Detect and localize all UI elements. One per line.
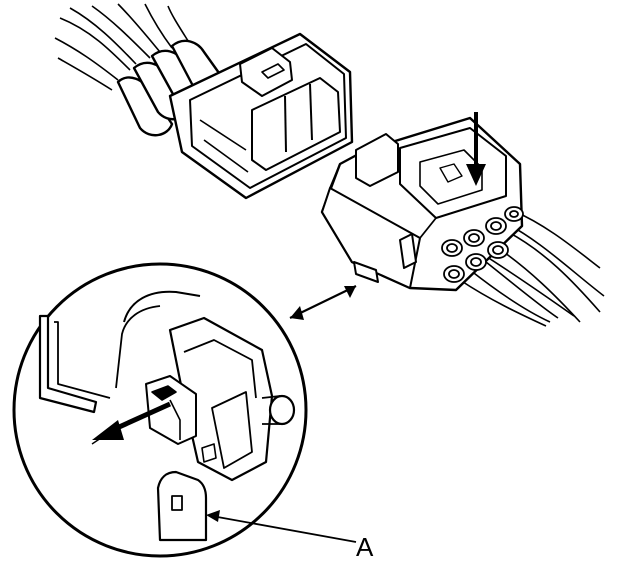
housing-top bbox=[123, 290, 201, 323]
body-ridge bbox=[199, 119, 247, 151]
release-tab bbox=[355, 133, 399, 187]
housing-wall bbox=[38, 314, 98, 414]
zoom-leader bbox=[289, 285, 357, 320]
housing-wall-inner bbox=[54, 321, 111, 399]
male-connector bbox=[54, 3, 354, 200]
connector-rib bbox=[309, 83, 313, 141]
male-connector-opening bbox=[251, 77, 341, 171]
release-arrow-icon bbox=[92, 401, 172, 440]
leader-arrow-icon bbox=[206, 510, 357, 543]
male-connector-wires bbox=[54, 3, 191, 91]
housing-edge bbox=[115, 305, 161, 389]
body-ridge bbox=[203, 139, 249, 173]
body-ridge bbox=[419, 217, 437, 239]
wire-boot bbox=[116, 76, 174, 137]
side-clip bbox=[399, 233, 417, 269]
callout-label-a: A bbox=[356, 532, 374, 562]
terminal-tab-hole bbox=[171, 495, 183, 511]
terminal-face bbox=[183, 339, 257, 399]
female-connector bbox=[320, 116, 605, 327]
lever-tab bbox=[439, 163, 463, 183]
bottom-lock bbox=[353, 261, 379, 283]
terminal-post bbox=[268, 394, 296, 426]
lance-edge bbox=[169, 399, 181, 440]
terminal-notch bbox=[201, 443, 217, 463]
terminal-side bbox=[211, 391, 253, 469]
detail-view bbox=[38, 290, 296, 542]
lance-tip bbox=[151, 385, 177, 401]
body-ridge bbox=[329, 163, 341, 189]
wire-cavities bbox=[441, 206, 524, 283]
push-arrow-icon bbox=[466, 112, 486, 186]
release-arrow-tail bbox=[91, 435, 105, 445]
connector-rib bbox=[284, 95, 287, 153]
latch-tab bbox=[261, 63, 285, 79]
